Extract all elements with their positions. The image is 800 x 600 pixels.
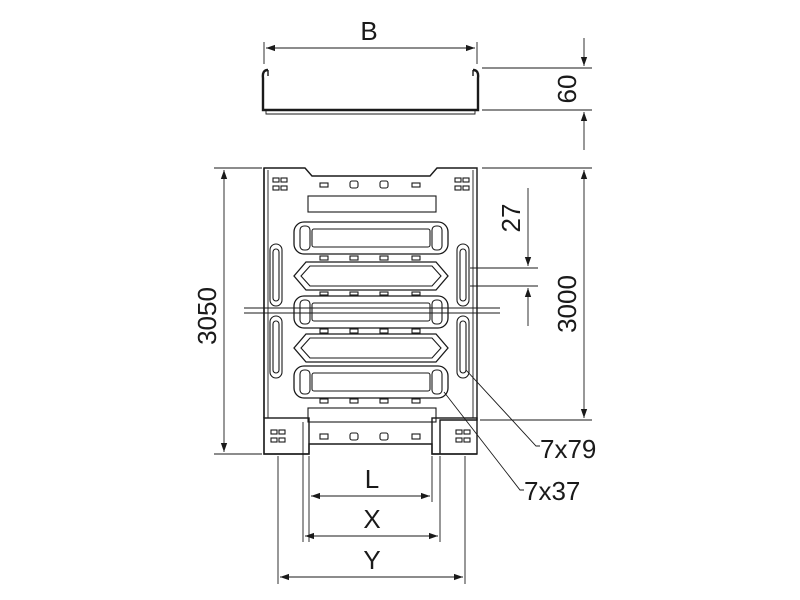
height-dimension: 60 <box>482 38 592 150</box>
l-label: L <box>365 464 379 494</box>
total-length-dimension: 3050 <box>192 167 262 455</box>
slot-small-label: 7x37 <box>524 476 580 506</box>
rung-row-3 <box>293 295 449 329</box>
bottom-long-slot <box>307 407 437 423</box>
rung-pitch-dimension: 27 <box>470 188 538 326</box>
tray-cross-section <box>261 68 480 115</box>
bottom-connector <box>263 417 478 455</box>
rung-pitch-label: 27 <box>496 204 526 233</box>
rung-row-5 <box>293 365 449 399</box>
rung-row-4 <box>293 333 449 363</box>
bottom-dimensions: L X Y <box>277 422 466 584</box>
height-label: 60 <box>552 75 582 104</box>
rung-length-label: 3000 <box>552 275 582 333</box>
total-length-label: 3050 <box>192 287 222 345</box>
x-label: X <box>363 504 380 534</box>
rung-row-1 <box>293 221 449 255</box>
rung-row-2 <box>293 261 449 291</box>
width-label: B <box>360 16 377 46</box>
slot-large-label: 7x79 <box>540 434 596 464</box>
slot-leaders: 7x79 7x37 <box>443 369 596 506</box>
width-dimension: B <box>263 16 478 64</box>
top-long-slot <box>307 195 437 213</box>
y-label: Y <box>363 545 380 575</box>
rung-length-dimension: 3000 <box>480 167 592 421</box>
side-slots <box>269 243 470 379</box>
tray-plan-view <box>244 167 500 455</box>
top-slot-row <box>272 177 470 191</box>
small-slot-rows <box>319 255 421 404</box>
